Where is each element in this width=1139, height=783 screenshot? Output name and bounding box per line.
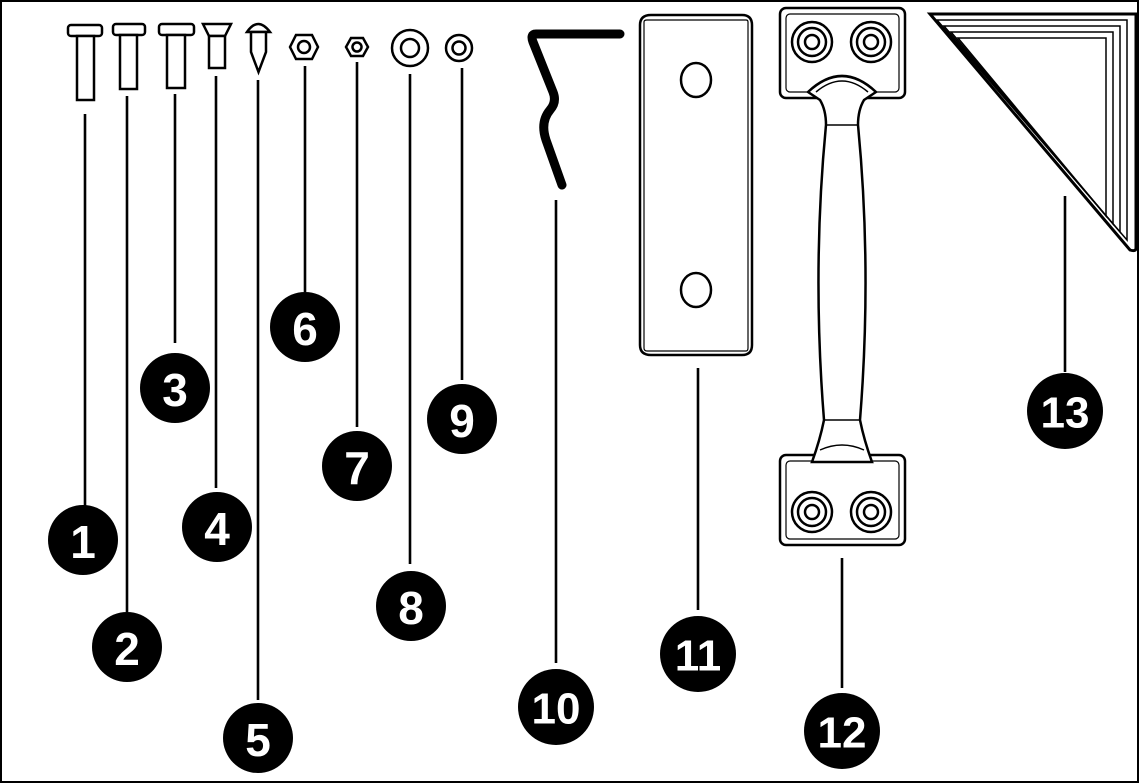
part-number-9: 9 [449,395,475,447]
short-bolt-icon [157,22,196,90]
part-badge-12: 12 [804,693,880,769]
part-number-5: 5 [245,714,271,766]
part-badge-9: 9 [427,384,497,454]
hex-nut-large-icon [288,33,320,61]
washer-large-icon [390,28,430,68]
part-badge-13: 13 [1027,373,1103,449]
part-number-1: 1 [70,516,96,568]
part-badge-4: 4 [182,492,252,562]
part-badge-2: 2 [92,612,162,682]
part-number-2: 2 [114,623,140,675]
corner-bracket-icon [926,12,1138,253]
washer-small-icon [444,33,474,63]
part-number-8: 8 [398,582,424,634]
part-number-3: 3 [162,364,188,416]
part-number-10: 10 [532,685,581,734]
bolt-icon [111,22,147,91]
wood-screw-icon [244,22,273,76]
long-bolt-icon [66,23,104,102]
part-number-4: 4 [204,503,230,555]
leader-lines [83,62,1067,700]
part-badge-3: 3 [140,353,210,423]
part-number-6: 6 [292,303,318,355]
part-badge-11: 11 [660,616,736,692]
part-badge-1: 1 [48,505,118,575]
countersunk-screw-icon [200,22,234,70]
part-badge-8: 8 [376,571,446,641]
part-number-7: 7 [344,442,370,494]
part-number-13: 13 [1041,389,1090,438]
part-badge-5: 5 [223,703,293,773]
part-badge-6: 6 [270,292,340,362]
part-number-12: 12 [818,709,867,758]
backing-plate-icon [638,13,754,357]
part-number-11: 11 [675,632,722,681]
part-badge-7: 7 [322,431,392,501]
pull-handle-icon [778,6,907,547]
hex-nut-small-icon [344,36,370,58]
allen-key-icon [527,29,625,190]
part-badge-10: 10 [518,669,594,745]
